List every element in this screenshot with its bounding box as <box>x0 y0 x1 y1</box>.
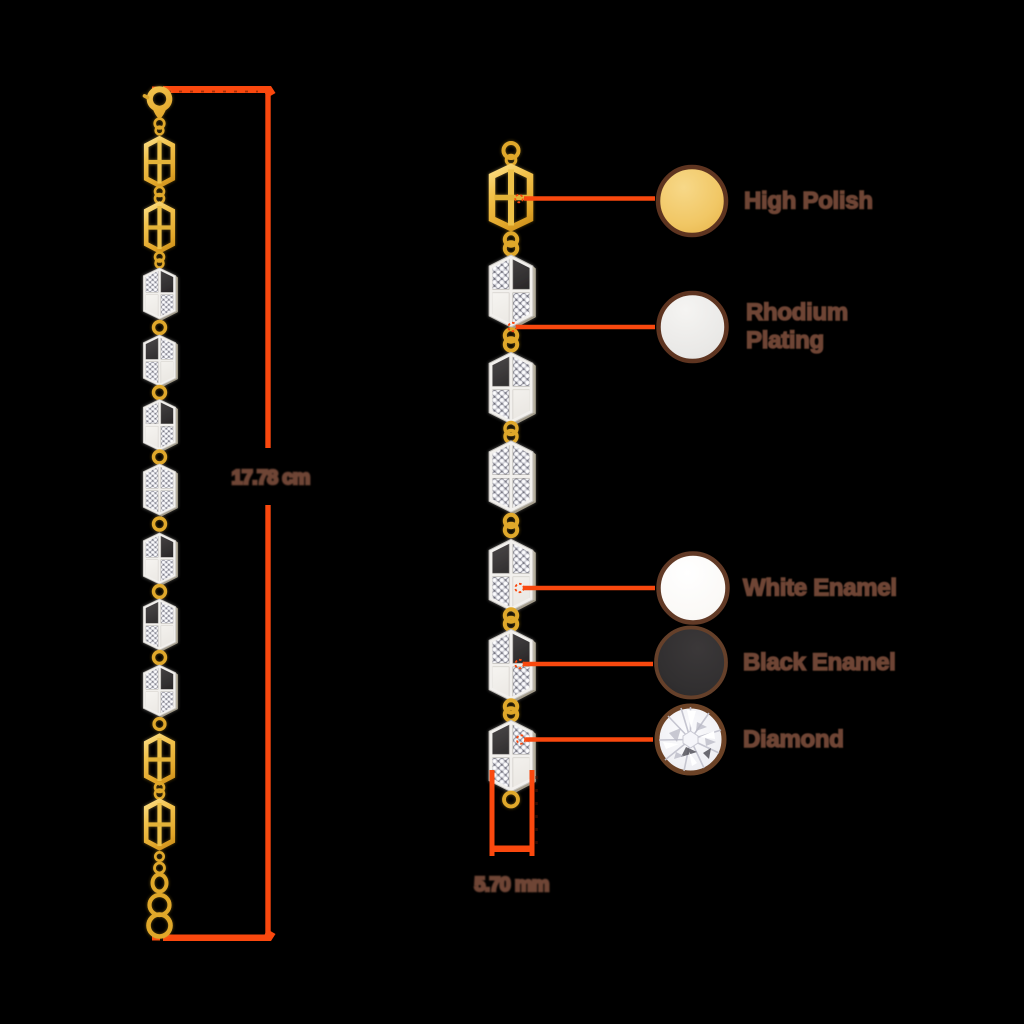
svg-text:Rhodium: Rhodium <box>746 299 848 326</box>
svg-text:White Enamel: White Enamel <box>743 575 897 602</box>
svg-text:Diamond: Diamond <box>743 726 844 753</box>
svg-text:17.78 cm: 17.78 cm <box>231 467 309 489</box>
svg-text:Plating: Plating <box>746 327 824 354</box>
svg-text:Black Enamel: Black Enamel <box>743 649 895 676</box>
svg-text:High Polish: High Polish <box>744 188 873 215</box>
svg-text:5.70 mm: 5.70 mm <box>474 874 548 896</box>
